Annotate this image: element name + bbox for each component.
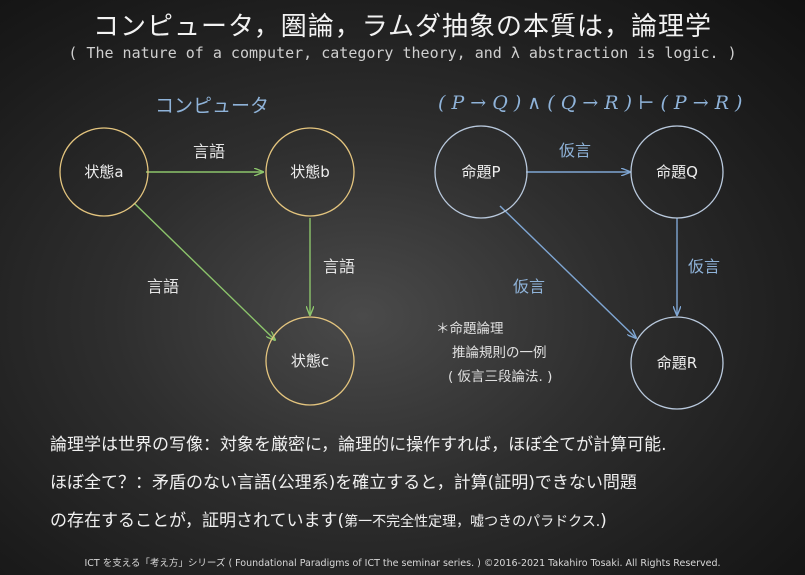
- edge-label-p-r: 仮言: [513, 277, 545, 296]
- node-state-a: [59, 127, 149, 217]
- node-state-c: [265, 316, 355, 406]
- inference-rule-note: ＊命題論理 推論規則の一例 ( 仮言三段論法. ): [436, 317, 552, 389]
- note-line-2: 推論規則の一例: [452, 345, 547, 361]
- syllogism-formula-heading: ( P → Q ) ∧ ( Q → R ) ⊢ ( P → R ): [438, 92, 743, 114]
- edge-label-p-q: 仮言: [559, 141, 591, 160]
- body-text: 論理学は世界の写像：対象を厳密に，論理的に操作すれば，ほぼ全てが計算可能. ほぼ…: [50, 426, 790, 541]
- node-state-a-label: 状態a: [84, 163, 123, 181]
- node-proposition-p: [434, 125, 528, 219]
- node-proposition-q: [630, 125, 724, 219]
- node-proposition-q-label: 命題Q: [656, 163, 698, 181]
- node-state-b-label: 状態b: [290, 163, 330, 181]
- node-proposition-r: [630, 316, 724, 410]
- body-line-3-note: 第一不完全性定理，嘘つきのパラドクス.: [344, 514, 601, 530]
- body-line-2: ほぼ全て？：矛盾のない言語(公理系)を確立すると，計算(証明)できない問題: [50, 473, 637, 493]
- node-state-b: [265, 127, 355, 217]
- page-title: コンピュータ，圏論，ラムダ抽象の本質は，論理学: [93, 12, 712, 42]
- edge-label-b-c: 言語: [323, 257, 355, 276]
- node-proposition-r-label: 命題R: [657, 354, 697, 372]
- body-line-3-main: の存在することが，証明されています(: [50, 511, 345, 531]
- edge-p-to-r: [499, 205, 636, 338]
- edge-label-a-c: 言語: [147, 277, 179, 296]
- body-line-1: 論理学は世界の写像：対象を厳密に，論理的に操作すれば，ほぼ全てが計算可能.: [50, 435, 667, 455]
- edge-label-a-b: 言語: [193, 142, 225, 161]
- computer-diagram-heading: コンピュータ: [155, 95, 270, 117]
- copyright-footer: ICT を支える「考え方」シリーズ ( Foundational Paradig…: [84, 558, 721, 569]
- node-proposition-p-label: 命題P: [461, 163, 500, 181]
- edge-a-to-c: [133, 202, 275, 340]
- body-line-3: の存在することが，証明されています(第一不完全性定理，嘘つきのパラドクス.): [50, 502, 790, 541]
- edge-label-q-r: 仮言: [688, 257, 720, 276]
- node-state-c-label: 状態c: [291, 352, 329, 370]
- note-line-1: ＊命題論理: [436, 321, 504, 337]
- page-subtitle: ( The nature of a computer, category the…: [68, 44, 737, 62]
- note-line-3: ( 仮言三段論法. ): [448, 369, 553, 385]
- body-line-3-end: ): [600, 511, 607, 531]
